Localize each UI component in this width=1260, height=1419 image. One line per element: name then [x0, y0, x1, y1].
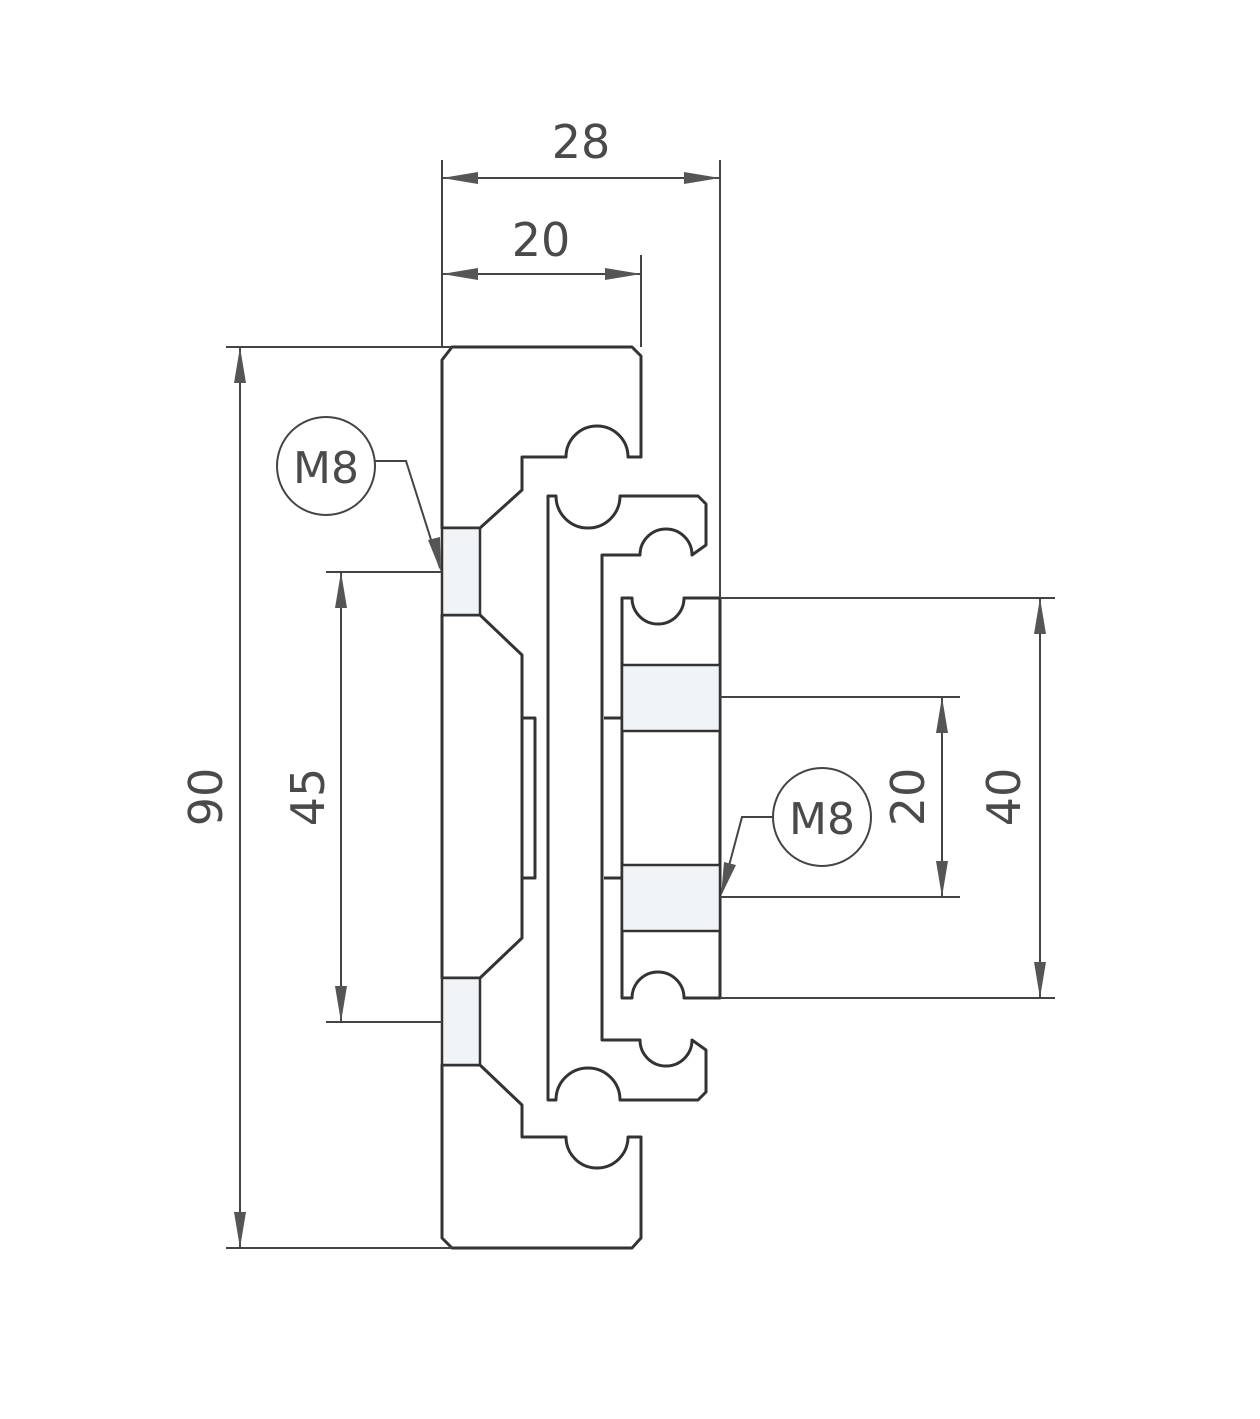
- inner-carriage-section: [620, 596, 722, 1000]
- dimension-label-28: 28: [552, 115, 611, 169]
- right-mounting-hole-bottom: [620, 863, 722, 933]
- intermediate-rail-section: [546, 494, 708, 1102]
- dimension-hole-pitch-left: 45: [281, 571, 442, 1023]
- dimension-label-45: 45: [281, 768, 335, 827]
- dimension-label-40: 40: [977, 768, 1031, 827]
- callout-label-left: M8: [293, 443, 359, 494]
- dimension-label-90: 90: [179, 768, 233, 827]
- dimension-label-20-right: 20: [881, 768, 935, 827]
- dimension-overall-width: 28: [441, 115, 721, 598]
- dimension-overall-height: 90: [179, 346, 452, 1249]
- dimension-rail-width: 20: [442, 213, 642, 347]
- left-mounting-hole-bottom: [440, 976, 482, 1067]
- bearing-slot: [520, 716, 537, 880]
- outer-rail: [440, 345, 643, 1250]
- outer-rail-section-bottom: [440, 1063, 643, 1250]
- dimension-hole-pitch-right: 20: [720, 696, 960, 898]
- outer-rail-section: [440, 345, 643, 530]
- callout-label-right: M8: [789, 794, 855, 845]
- right-mounting-hole-top: [620, 663, 722, 733]
- dimension-label-20-top: 20: [512, 213, 571, 267]
- thread-callout-left: M8: [276, 416, 441, 572]
- intermediate-rail: [546, 494, 708, 1102]
- thread-callout-right: M8: [721, 767, 872, 896]
- left-mounting-hole-top: [440, 526, 482, 617]
- dimension-carriage-height: 40: [720, 597, 1055, 999]
- inner-carriage: [604, 596, 722, 1000]
- outer-rail-section-middle: [440, 613, 524, 980]
